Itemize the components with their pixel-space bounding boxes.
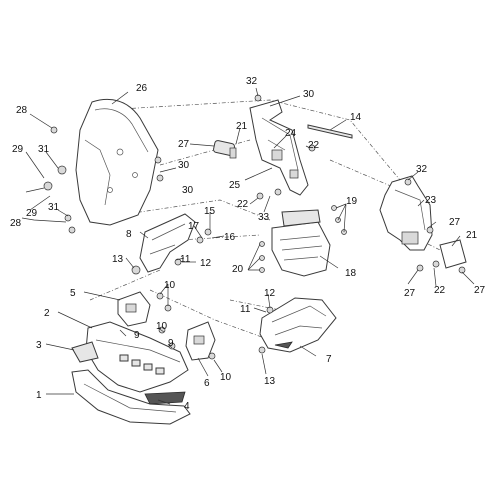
callout-28: 28 <box>16 105 28 116</box>
callout-14: 14 <box>350 112 362 123</box>
callout-3: 3 <box>36 340 42 351</box>
headlight-part <box>259 297 337 353</box>
callout-10: 10 <box>164 280 176 291</box>
callout-31: 31 <box>48 202 60 213</box>
callout-13: 13 <box>112 254 124 265</box>
callout-labels: 26 28 29 31 30 30 29 31 28 32 30 21 27 2… <box>10 76 486 412</box>
callout-18: 18 <box>345 268 357 279</box>
hardware-items <box>43 94 466 360</box>
callout-32: 32 <box>246 76 258 87</box>
callout-22: 22 <box>308 140 320 151</box>
callout-2: 2 <box>44 308 50 319</box>
callout-13: 13 <box>264 376 276 387</box>
callout-32: 32 <box>416 164 428 175</box>
rod-part <box>307 124 353 139</box>
callout-21: 21 <box>466 230 478 241</box>
callout-33: 33 <box>258 212 270 223</box>
bracket-sleeve-part <box>213 140 237 159</box>
callout-30: 30 <box>182 185 194 196</box>
callout-30: 30 <box>303 89 315 100</box>
callout-20: 20 <box>232 264 244 275</box>
callout-16: 16 <box>224 232 236 243</box>
front-fairing-part <box>71 321 189 393</box>
callout-19: 19 <box>346 196 358 207</box>
leader-lines <box>21 87 475 405</box>
callout-9: 9 <box>134 330 140 341</box>
callout-1: 1 <box>36 390 42 401</box>
mount-bracket-part <box>117 291 151 327</box>
callout-5: 5 <box>70 288 76 299</box>
callout-22: 22 <box>434 285 446 296</box>
side-bracket-part <box>185 321 216 361</box>
headlight-bracket-part <box>139 213 196 273</box>
lower-fairing-part <box>71 369 191 425</box>
callout-23: 23 <box>425 195 437 206</box>
callout-9: 9 <box>168 338 174 349</box>
callout-29: 29 <box>12 144 24 155</box>
callout-27: 27 <box>178 139 190 150</box>
callout-11: 11 <box>240 304 251 315</box>
callout-12: 12 <box>264 288 276 299</box>
right-bracket-part <box>379 175 467 269</box>
callout-28: 28 <box>10 218 22 229</box>
callout-26: 26 <box>136 83 148 94</box>
callout-27: 27 <box>449 217 461 228</box>
instrument-plate-part <box>271 209 331 277</box>
callout-8: 8 <box>126 229 132 240</box>
callout-29: 29 <box>26 208 38 219</box>
callout-4: 4 <box>184 401 190 412</box>
callout-21: 21 <box>236 121 248 132</box>
callout-27: 27 <box>474 285 486 296</box>
callout-12: 12 <box>200 258 212 269</box>
callout-27: 27 <box>404 288 416 299</box>
callout-6: 6 <box>204 378 210 389</box>
callout-11: 11 <box>180 254 191 265</box>
callout-22: 22 <box>237 199 249 210</box>
callout-15: 15 <box>204 206 216 217</box>
callout-10: 10 <box>220 372 232 383</box>
callout-25: 25 <box>229 180 241 191</box>
callout-30: 30 <box>178 160 190 171</box>
windscreen-part <box>75 98 159 226</box>
callout-7: 7 <box>326 354 332 365</box>
callout-31: 31 <box>38 144 50 155</box>
upper-bracket-part <box>249 99 309 196</box>
callout-17: 17 <box>188 221 200 232</box>
callout-24: 24 <box>285 128 297 139</box>
callout-10: 10 <box>156 321 168 332</box>
